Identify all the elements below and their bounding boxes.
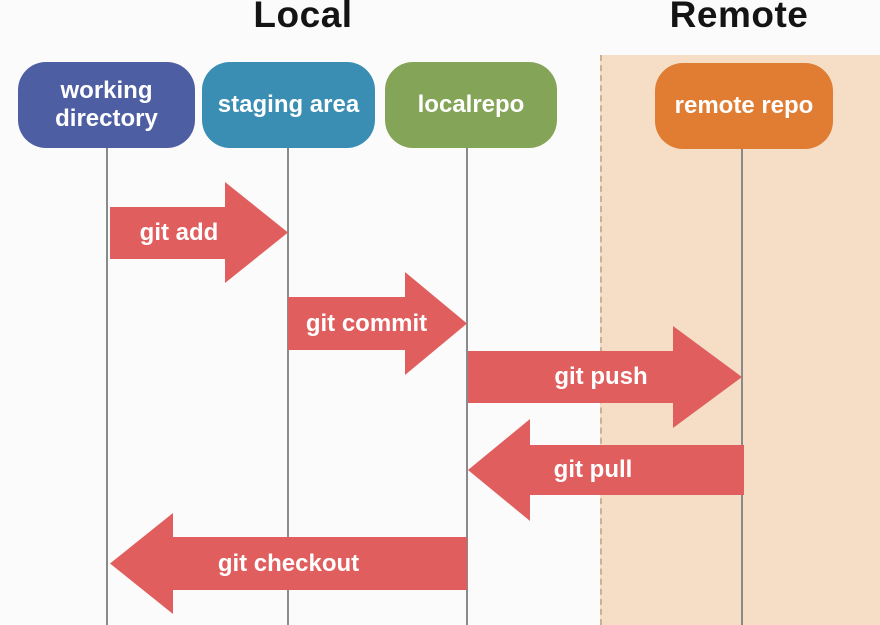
arrow-git-pull-label: git pull xyxy=(553,456,633,483)
arrow-git-push-label: git push xyxy=(554,363,648,390)
lifeline-working-directory xyxy=(106,148,108,625)
lifeline-staging-area xyxy=(287,148,289,625)
remote-section-title: Remote xyxy=(669,0,809,35)
arrow-git-add-label: git add xyxy=(139,218,219,246)
node-remote-repo: remote repo xyxy=(655,63,833,149)
node-staging-area: staging area xyxy=(202,62,375,148)
arrow-git-commit: git commit xyxy=(288,272,467,375)
node-working-directory: working directory xyxy=(18,62,195,148)
remote-zone-background xyxy=(600,55,880,625)
lifeline-remote-repo xyxy=(741,148,743,625)
arrow-git-checkout-label: git checkout xyxy=(217,549,360,577)
arrow-git-add: git add xyxy=(110,182,288,283)
arrow-git-commit-label: git commit xyxy=(305,309,428,337)
local-section-title: Local xyxy=(253,0,353,35)
lifeline-localrepo xyxy=(466,148,468,625)
node-localrepo: localrepo xyxy=(385,62,557,148)
